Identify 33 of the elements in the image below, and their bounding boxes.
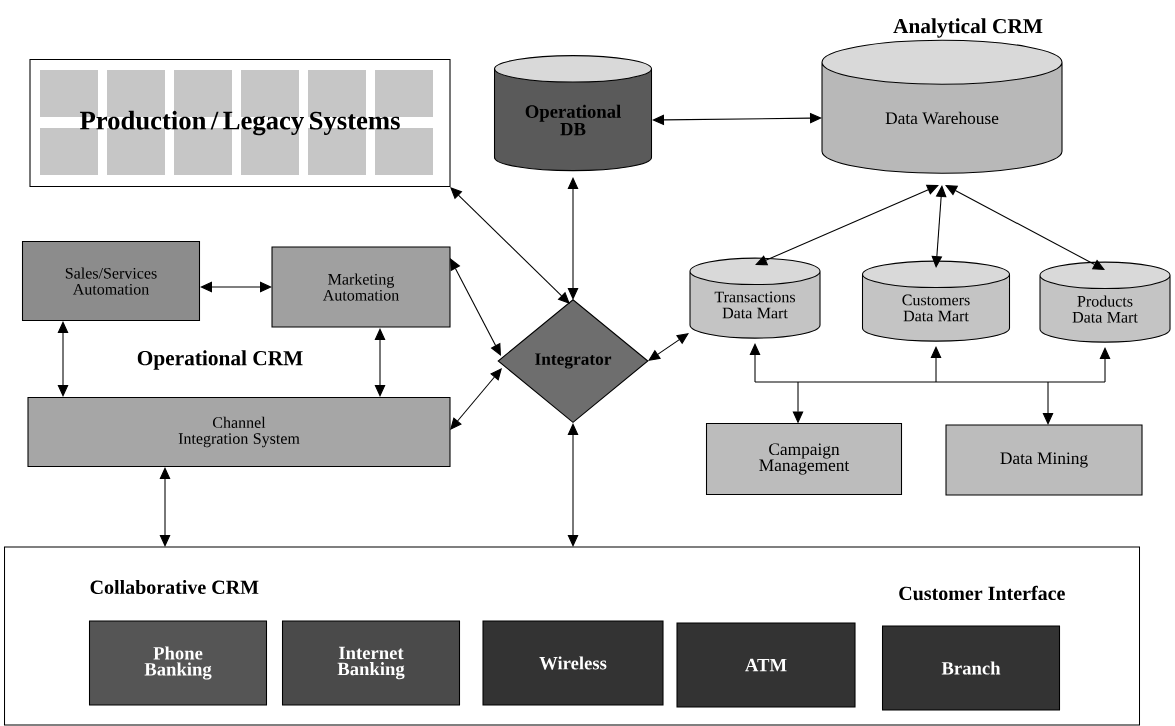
database-cylinder: Products Data Mart: [1039, 261, 1171, 343]
arrow: [931, 185, 947, 268]
section-heading: Operational CRM: [137, 350, 303, 370]
process-box: Campaign Management: [705, 422, 903, 496]
arrow: [945, 185, 1105, 270]
section-heading: Analytical CRM: [893, 18, 1043, 38]
database-cylinder: Data Warehouse: [821, 39, 1063, 174]
arrow: [450, 258, 501, 356]
bus-connector: [749, 343, 1111, 425]
process-box: Channel Integration System: [27, 396, 451, 468]
system-panel: Production / Legacy Systems: [29, 58, 451, 188]
arrow: [755, 184, 939, 266]
channel-box: Phone Banking: [88, 620, 268, 706]
arrow: [159, 467, 171, 547]
arrow: [450, 187, 570, 304]
arrow: [567, 423, 579, 547]
arrow: [374, 328, 386, 397]
arrow: [567, 177, 579, 300]
channel-box: ATM: [676, 622, 856, 708]
process-box: Sales/Services Automation: [21, 240, 201, 322]
process-box: Data Mining: [945, 424, 1143, 496]
process-box: Marketing Automation: [271, 246, 451, 328]
arrow: [450, 368, 502, 430]
database-cylinder: Customers Data Mart: [861, 260, 1011, 342]
arrow: [648, 333, 689, 361]
channel-box: Wireless: [482, 620, 664, 706]
database-cylinder: Operational DB: [493, 55, 653, 172]
arrow: [652, 112, 822, 126]
arrow: [200, 281, 272, 293]
channel-box: Branch: [881, 625, 1061, 711]
arrow: [57, 321, 69, 397]
database-cylinder: Transactions Data Mart: [689, 257, 821, 339]
channel-box: Internet Banking: [281, 620, 461, 706]
